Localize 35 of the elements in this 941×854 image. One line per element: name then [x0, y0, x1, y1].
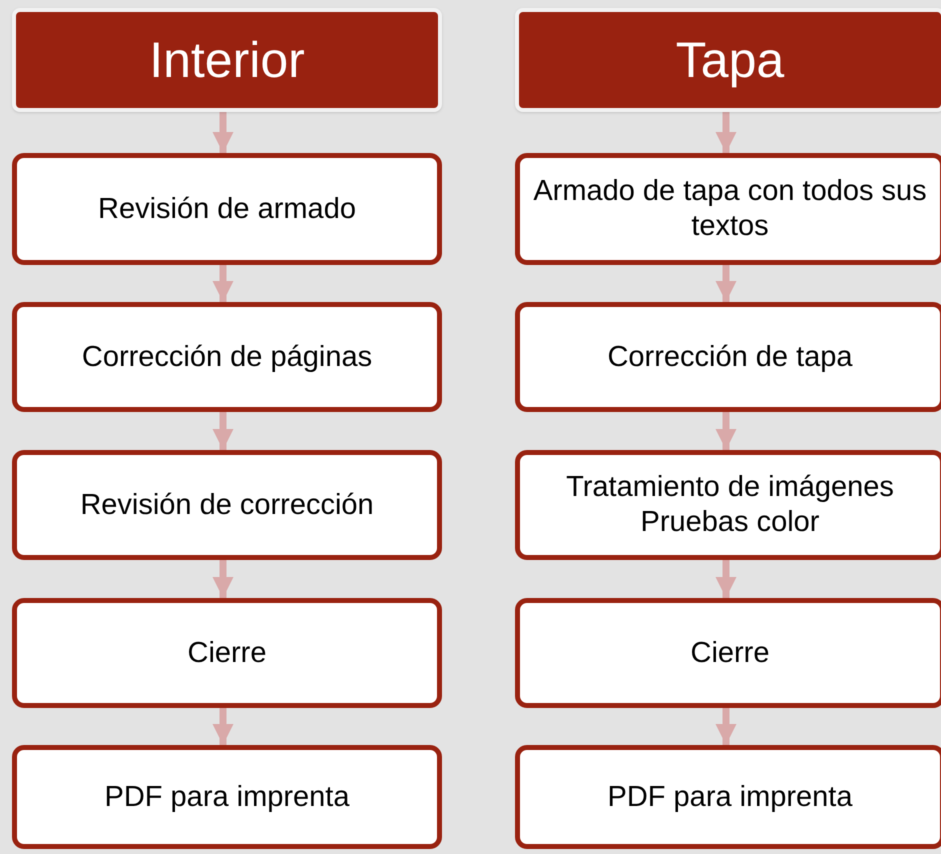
- process-box: [12, 598, 442, 708]
- step-label: PDF para imprenta: [608, 780, 852, 814]
- step-label: Pruebas color: [640, 505, 820, 540]
- process-box: [515, 598, 941, 708]
- step-label: PDF para imprenta: [104, 780, 350, 814]
- process-box: [12, 302, 442, 412]
- arrow: [716, 708, 736, 745]
- step-label: Revisión de corrección: [80, 488, 374, 522]
- step-label: Corrección de tapa: [607, 340, 853, 374]
- step-label: Armado de tapa con todos sus textos: [532, 174, 928, 244]
- step-label: Cierre: [188, 636, 266, 670]
- arrow: [212, 265, 234, 302]
- arrow: [212, 112, 234, 153]
- process-box: [515, 450, 941, 560]
- header-box: [515, 8, 941, 112]
- arrow: [716, 265, 736, 302]
- step-label: Cierre: [690, 636, 770, 670]
- process-box: [12, 745, 442, 849]
- arrow: [716, 560, 736, 598]
- arrow: [716, 412, 736, 450]
- process-box: [515, 302, 941, 412]
- arrow: [212, 708, 234, 745]
- column-heading: Tapa: [676, 30, 784, 90]
- column-heading: Interior: [149, 30, 305, 90]
- header-box: [12, 8, 442, 112]
- arrow: [716, 112, 736, 153]
- step-label: Tratamiento de imágenes: [566, 470, 894, 505]
- process-box: [515, 745, 941, 849]
- process-box: [515, 153, 941, 265]
- process-box: [12, 450, 442, 560]
- step-label: Corrección de páginas: [82, 340, 372, 374]
- step-label: Revisión de armado: [98, 192, 356, 226]
- arrow: [212, 560, 234, 598]
- process-box: [12, 153, 442, 265]
- arrow: [212, 412, 234, 450]
